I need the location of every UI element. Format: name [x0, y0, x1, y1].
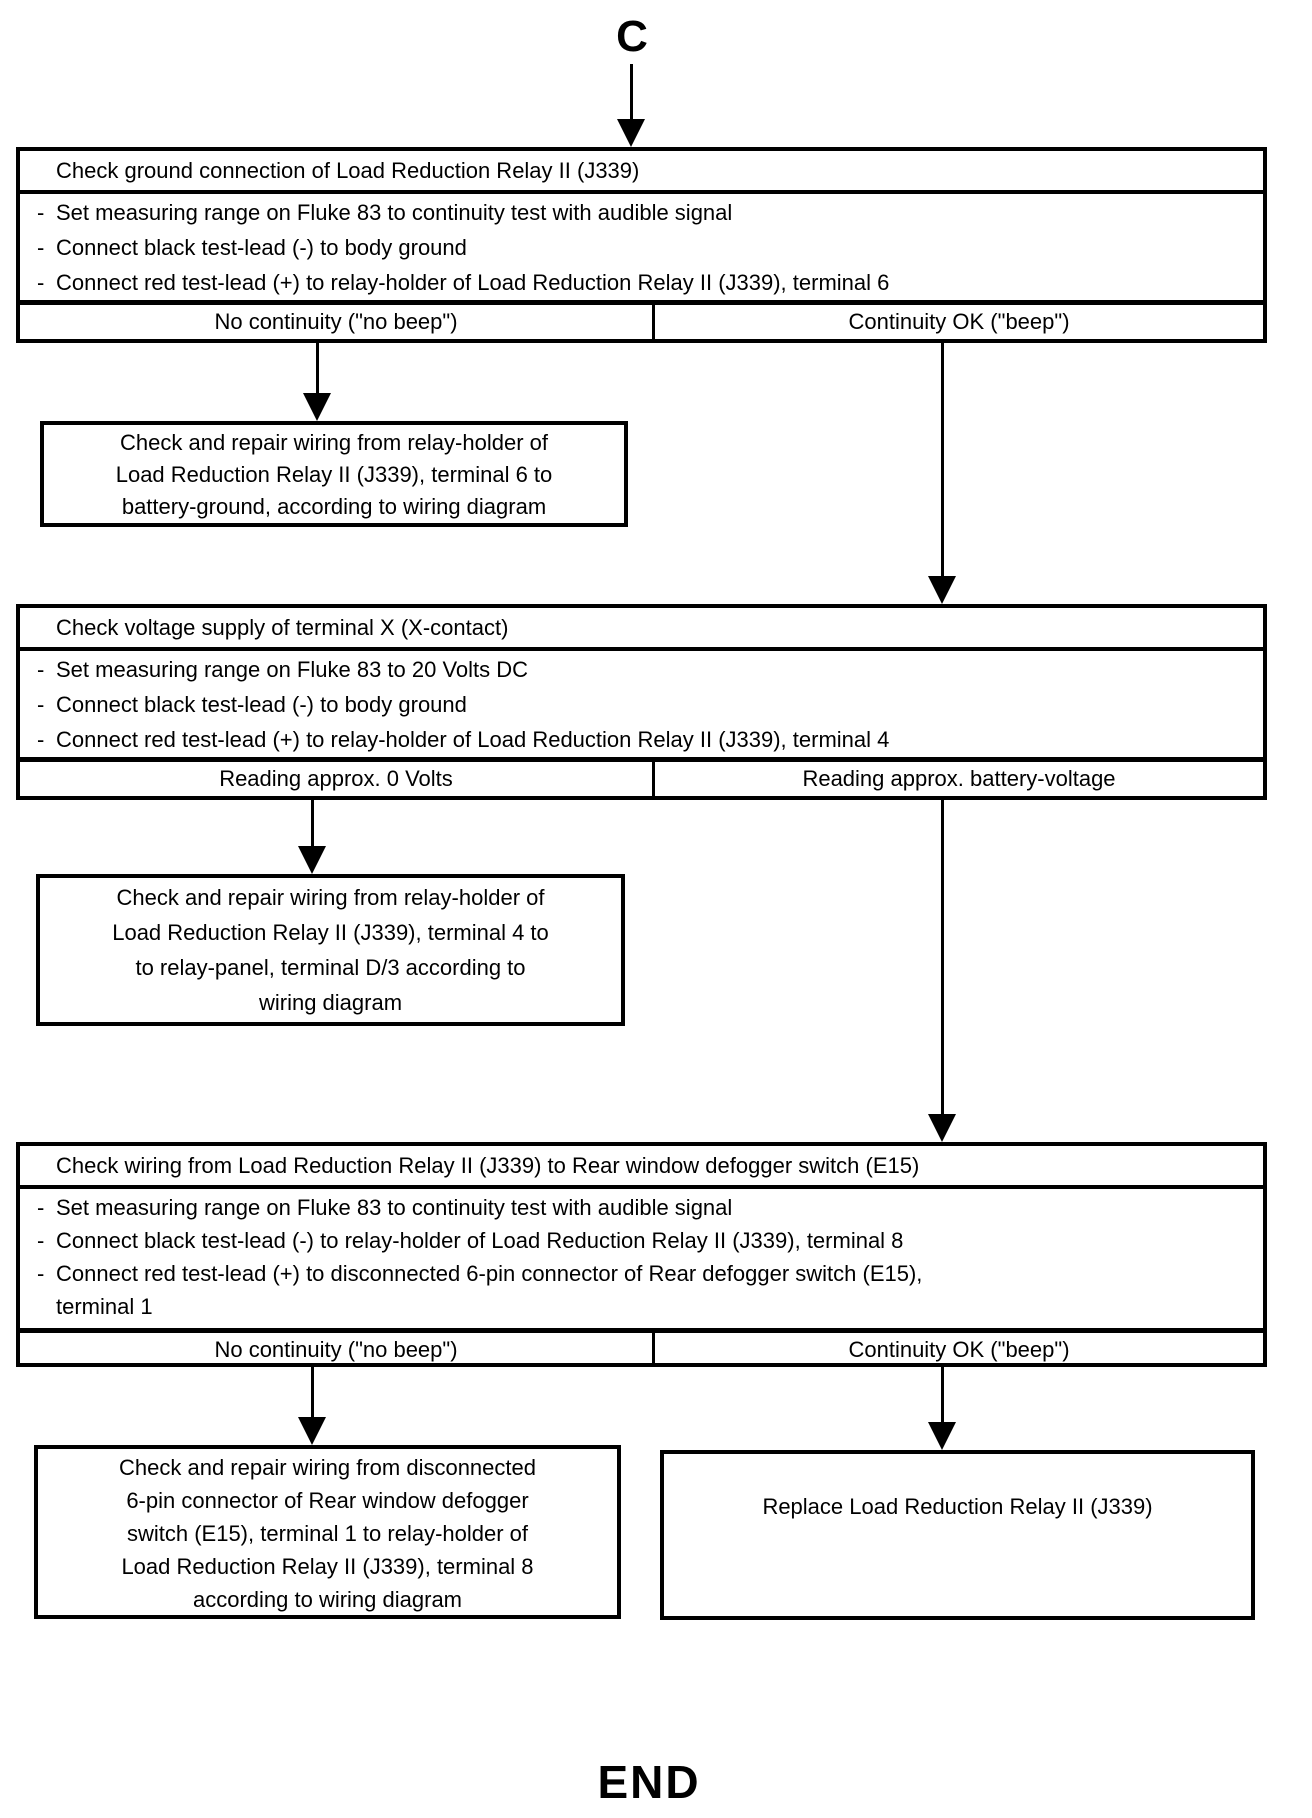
decision-results: No continuity ("no beep") Continuity OK … — [20, 305, 1263, 339]
step-text: Connect black test-lead (-) to relay-hol… — [56, 1228, 904, 1253]
arrow-head-icon — [617, 119, 645, 147]
arrow-head-icon — [928, 1114, 956, 1142]
decision-results: No continuity ("no beep") Continuity OK … — [20, 1333, 1263, 1367]
step-dash: - — [37, 692, 45, 717]
arrow-line — [941, 800, 944, 1114]
arrow-head-icon — [298, 1417, 326, 1445]
step-item: - Connect black test-lead (-) to body gr… — [30, 687, 1249, 722]
step-text: Set measuring range on Fluke 83 to conti… — [56, 1195, 733, 1220]
step-dash: - — [37, 727, 45, 752]
result-cell-left: Reading approx. 0 Volts — [20, 762, 655, 796]
result-cell-right: Continuity OK ("beep") — [848, 1337, 1070, 1362]
result-cell-right: Reading approx. battery-voltage — [802, 766, 1116, 791]
step-item: - Connect black test-lead (-) to body gr… — [30, 230, 1249, 265]
step-dash: - — [37, 1228, 45, 1253]
step-dash: - — [37, 1195, 45, 1220]
decision-title: Check voltage supply of terminal X (X-co… — [20, 608, 1263, 651]
step-dash: - — [37, 200, 45, 225]
step-dash: - — [37, 1261, 45, 1286]
step-item: - Connect red test-lead (+) to relay-hol… — [30, 722, 1249, 757]
decision-steps: - Set measuring range on Fluke 83 to con… — [20, 1189, 1263, 1333]
action-box-repair-defogger-wiring: Check and repair wiring from disconnecte… — [34, 1445, 621, 1619]
step-dash: - — [37, 235, 45, 260]
decision-steps: - Set measuring range on Fluke 83 to 20 … — [20, 651, 1263, 762]
step-text: Set measuring range on Fluke 83 to conti… — [56, 200, 733, 225]
connector-c-label: C — [616, 12, 648, 61]
action-box-repair-terminal4-wiring: Check and repair wiring from relay-holde… — [36, 874, 625, 1026]
arrow-head-icon — [928, 1422, 956, 1450]
step-text: Connect black test-lead (-) to body grou… — [56, 692, 467, 717]
step-text: Connect red test-lead (+) to relay-holde… — [56, 270, 890, 295]
arrow-head-icon — [303, 393, 331, 421]
step-item: - Set measuring range on Fluke 83 to 20 … — [30, 652, 1249, 687]
step-text: Connect black test-lead (-) to body grou… — [56, 235, 467, 260]
action-box-repair-ground-wiring: Check and repair wiring from relay-holde… — [40, 421, 628, 527]
step-item: - Set measuring range on Fluke 83 to con… — [30, 195, 1249, 230]
end-label: END — [597, 1756, 701, 1808]
arrow-line — [941, 1367, 944, 1422]
decision-steps: - Set measuring range on Fluke 83 to con… — [20, 194, 1263, 305]
arrow-head-icon — [298, 846, 326, 874]
arrow-line — [630, 64, 633, 120]
step-item: - Connect black test-lead (-) to relay-h… — [30, 1224, 1249, 1257]
decision-box-defogger-wiring: Check wiring from Load Reduction Relay I… — [16, 1142, 1267, 1367]
arrow-line — [311, 800, 314, 846]
arrow-line — [311, 1367, 314, 1417]
step-dash: - — [37, 657, 45, 682]
decision-title: Check ground connection of Load Reductio… — [20, 151, 1263, 194]
arrow-line — [316, 343, 319, 395]
arrow-head-icon — [928, 576, 956, 604]
result-cell-left: No continuity ("no beep") — [20, 305, 655, 339]
step-text: Connect red test-lead (+) to relay-holde… — [56, 727, 890, 752]
result-cell-left: No continuity ("no beep") — [20, 1333, 655, 1367]
step-dash: - — [37, 270, 45, 295]
action-box-replace-relay: Replace Load Reduction Relay II (J339) — [660, 1450, 1255, 1620]
step-item: - Set measuring range on Fluke 83 to con… — [30, 1191, 1249, 1224]
step-text: Connect red test-lead (+) to disconnecte… — [56, 1261, 923, 1319]
arrow-line — [941, 343, 944, 576]
decision-box-voltage-supply: Check voltage supply of terminal X (X-co… — [16, 604, 1267, 800]
result-cell-right: Continuity OK ("beep") — [848, 309, 1070, 334]
step-item: - Connect red test-lead (+) to relay-hol… — [30, 265, 1249, 300]
decision-results: Reading approx. 0 Volts Reading approx. … — [20, 762, 1263, 796]
decision-box-ground-connection: Check ground connection of Load Reductio… — [16, 147, 1267, 343]
decision-title: Check wiring from Load Reduction Relay I… — [20, 1146, 1263, 1189]
step-text: Set measuring range on Fluke 83 to 20 Vo… — [56, 657, 529, 682]
step-item: - Connect red test-lead (+) to disconnec… — [30, 1257, 1249, 1323]
